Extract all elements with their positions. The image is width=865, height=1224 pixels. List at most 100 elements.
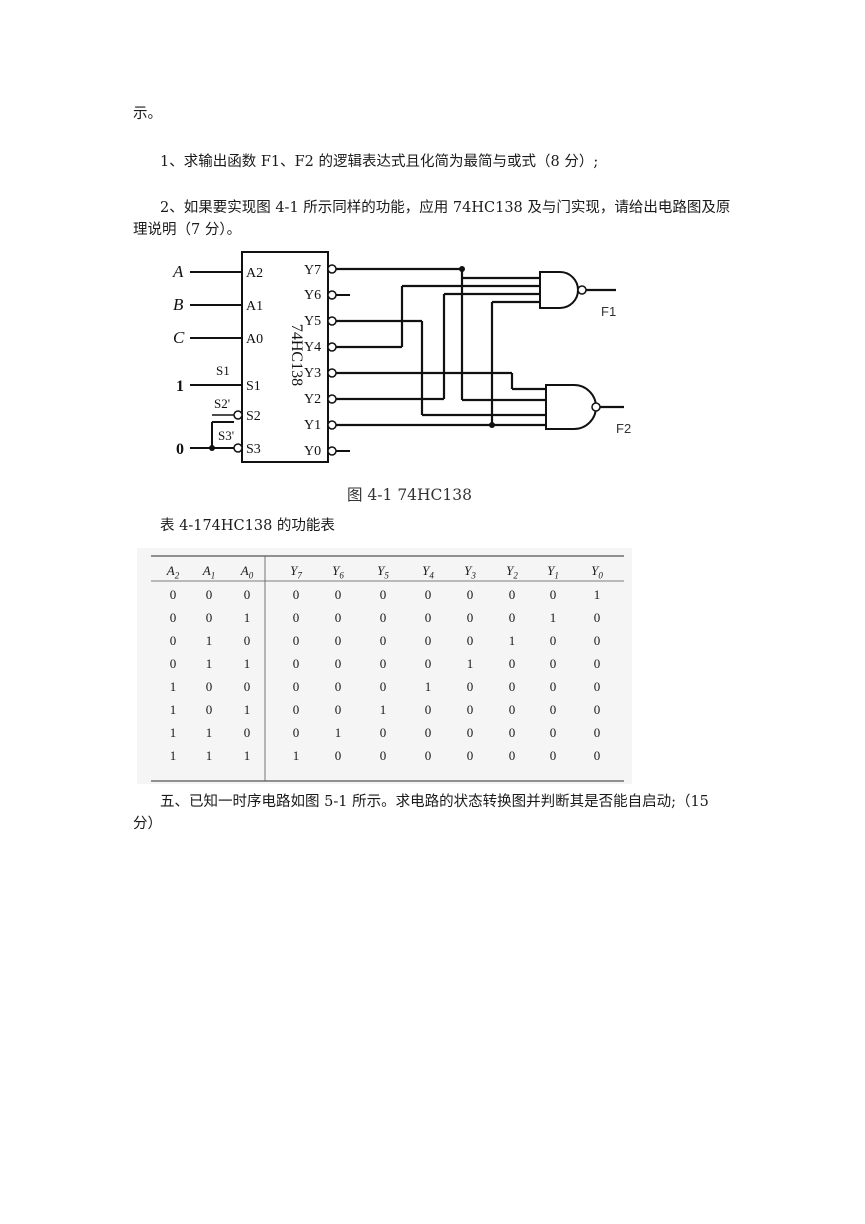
- table-cell: 0: [292, 702, 300, 717]
- table-header-y2: Y2: [506, 563, 518, 581]
- table-cell: 0: [593, 679, 601, 694]
- pin-a2: A2: [246, 266, 263, 281]
- junction-dot: [459, 266, 465, 272]
- table-cell: 0: [379, 633, 387, 648]
- table-header-subscript: 3: [471, 570, 476, 581]
- table-header-letter: Y: [464, 563, 472, 578]
- table-cell: 0: [508, 725, 516, 740]
- enable-label-s1: S1: [216, 363, 230, 378]
- table-cell: 1: [593, 587, 601, 602]
- table-cell: 0: [334, 702, 342, 717]
- table-cell: 0: [334, 679, 342, 694]
- input-b-label: B: [173, 295, 184, 314]
- inversion-bubble: [591, 402, 601, 412]
- table-cell: 0: [424, 748, 432, 763]
- table-cell: 0: [466, 748, 474, 763]
- table-header-subscript: 1: [210, 570, 216, 581]
- table-header-subscript: 5: [384, 570, 389, 581]
- table-cell: 0: [243, 725, 251, 740]
- table-header-y4: Y4: [422, 563, 434, 581]
- table-header-letter: A: [240, 563, 249, 578]
- table-header-y0: Y0: [591, 563, 603, 581]
- table-header-letter: A: [166, 563, 175, 578]
- pin-a0: A0: [246, 332, 263, 347]
- table-cell: 0: [169, 633, 177, 648]
- table-cell: 1: [243, 656, 251, 671]
- inversion-bubble: [577, 285, 587, 295]
- table-cell: 0: [205, 702, 213, 717]
- table-cell: 0: [593, 633, 601, 648]
- table-cell: 1: [508, 633, 516, 648]
- table-header-a0: A0: [241, 563, 253, 581]
- pin-y3: Y3: [304, 366, 321, 381]
- table-cell: 0: [424, 702, 432, 717]
- pin-y6: Y6: [304, 288, 321, 303]
- table-cell: 0: [334, 633, 342, 648]
- table-cell: 1: [292, 748, 300, 763]
- table-caption: 表 4-174HC138 的功能表: [160, 518, 335, 534]
- table-cell: 0: [292, 679, 300, 694]
- table-cell: 0: [549, 748, 557, 763]
- table-cell: 1: [205, 725, 213, 740]
- table-rules: [151, 555, 624, 782]
- table-cell: 0: [593, 748, 601, 763]
- table-cell: 0: [549, 702, 557, 717]
- table-header-letter: Y: [422, 563, 430, 578]
- table-cell: 0: [334, 587, 342, 602]
- table-cell: 0: [334, 656, 342, 671]
- table-cell: 1: [243, 610, 251, 625]
- inversion-bubble: [233, 410, 243, 420]
- decoder-circuit-diagram: 74HC138 A B C 1 0 S1 S2' S3' A2 A1 A0 S1…: [172, 251, 631, 463]
- table-cell: 0: [593, 702, 601, 717]
- table-cell: 0: [379, 679, 387, 694]
- table-cell: 0: [549, 587, 557, 602]
- enable-label-s2: S2': [214, 396, 230, 411]
- table-header-letter: Y: [332, 563, 340, 578]
- table-cell: 0: [169, 610, 177, 625]
- table-cell: 0: [593, 656, 601, 671]
- table-header-letter: Y: [591, 563, 599, 578]
- table-cell: 0: [424, 725, 432, 740]
- table-cell: 0: [508, 656, 516, 671]
- table-header-y7: Y7: [290, 563, 302, 581]
- question-1: 1、求输出函数 F1、F2 的逻辑表达式且化简为最简与或式（8 分）;: [160, 154, 599, 170]
- table-cell: 0: [205, 610, 213, 625]
- table-cell: 0: [424, 610, 432, 625]
- table-cell: 0: [292, 633, 300, 648]
- table-cell: 0: [292, 725, 300, 740]
- table-header-subscript: 6: [339, 570, 344, 581]
- table-cell: 0: [379, 725, 387, 740]
- pin-a1: A1: [246, 299, 263, 314]
- table-cell: 0: [508, 679, 516, 694]
- table-cell: 1: [169, 702, 177, 717]
- output-stubs: [336, 294, 350, 452]
- table-cell: 0: [549, 679, 557, 694]
- table-cell: 1: [334, 725, 342, 740]
- table-cell: 1: [243, 702, 251, 717]
- pin-y1: Y1: [304, 418, 321, 433]
- table-cell: 0: [466, 610, 474, 625]
- table-header-subscript: 7: [297, 570, 302, 581]
- table-cell: 1: [169, 748, 177, 763]
- pin-y7: Y7: [304, 263, 321, 278]
- output-bubbles: [327, 264, 337, 456]
- gate-wiring: [336, 267, 624, 427]
- decoder-chip: [241, 251, 329, 463]
- table-cell: 0: [508, 587, 516, 602]
- table-header-letter: Y: [506, 563, 514, 578]
- table-cell: 1: [169, 679, 177, 694]
- table-header-subscript: 2: [513, 570, 518, 581]
- table-cell: 0: [466, 702, 474, 717]
- enable-label-s3: S3': [218, 428, 234, 443]
- table-cell: 0: [466, 633, 474, 648]
- pin-s1: S1: [246, 379, 261, 394]
- pin-y2: Y2: [304, 392, 321, 407]
- input-wires: [190, 271, 242, 449]
- table-cell: 0: [292, 587, 300, 602]
- table-cell: 1: [205, 633, 213, 648]
- table-cell: 0: [466, 587, 474, 602]
- table-cell: 0: [508, 702, 516, 717]
- table-header-y5: Y5: [377, 563, 389, 581]
- table-cell: 0: [508, 748, 516, 763]
- pin-y0: Y0: [304, 444, 321, 459]
